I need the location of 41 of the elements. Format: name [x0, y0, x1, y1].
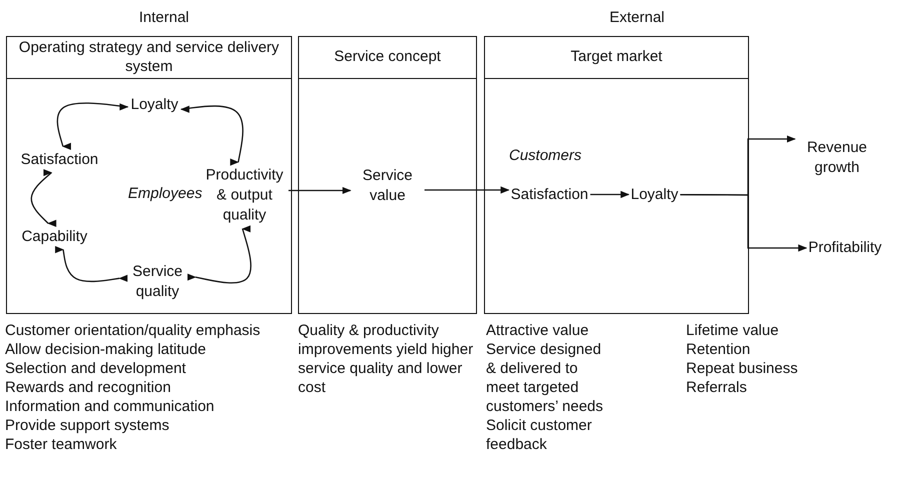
- note-text: Information and communication: [5, 397, 214, 416]
- note-text: Referrals: [686, 378, 747, 397]
- flow-label: Profitability: [808, 238, 882, 258]
- flow-label: Satisfaction: [510, 184, 588, 205]
- column-heading: Internal: [138, 8, 190, 27]
- column-heading: External: [608, 8, 666, 27]
- panel-heading: Service concept: [299, 37, 476, 79]
- note-text: Rewards and recognition: [5, 378, 171, 397]
- group-label: Employees: [128, 184, 202, 203]
- note-text: Selection and development: [5, 359, 186, 378]
- arrow: [288, 186, 352, 194]
- note-text: Customer orientation/quality emphasis: [5, 321, 260, 340]
- flow-label: Loyalty: [630, 184, 678, 205]
- flow-label: Satisfaction: [20, 149, 98, 170]
- arrow: [590, 190, 630, 198]
- flow-label: Service quality: [122, 261, 192, 302]
- note-text: Allow decision-making latitude: [5, 340, 206, 359]
- arrow: [180, 104, 244, 163]
- note-text: Foster teamwork: [5, 435, 117, 454]
- flow-label: Service value: [352, 165, 422, 206]
- note-text: Lifetime value: [686, 321, 779, 340]
- flow-label: Capability: [22, 226, 88, 247]
- column-panel: [298, 36, 477, 314]
- flow-label: Loyalty: [130, 94, 178, 115]
- note-text: Repeat business: [686, 359, 798, 378]
- arrow: [56, 102, 129, 148]
- note-text: Service designed & delivered to meet targeted customers’ needs: [486, 340, 604, 416]
- note-text: Attractive value: [486, 321, 589, 340]
- arrow: [680, 194, 808, 252]
- column-panel: [484, 36, 749, 314]
- flow-label: Productivity & output quality: [202, 165, 286, 226]
- column-panel: [6, 36, 292, 314]
- arrow: [424, 186, 510, 194]
- flow-label: Revenue growth: [797, 138, 877, 178]
- note-text: Provide support systems: [5, 416, 170, 435]
- panel-heading: Target market: [485, 37, 748, 79]
- group-label: Customers: [509, 146, 583, 165]
- note-text: Solicit customer feedback: [486, 416, 593, 454]
- note-text: Retention: [686, 340, 750, 359]
- note-text: Quality & productivity improvements yield higher service quality and lower cost: [298, 321, 474, 397]
- panel-heading: Operating strategy and service delivery system: [7, 37, 291, 79]
